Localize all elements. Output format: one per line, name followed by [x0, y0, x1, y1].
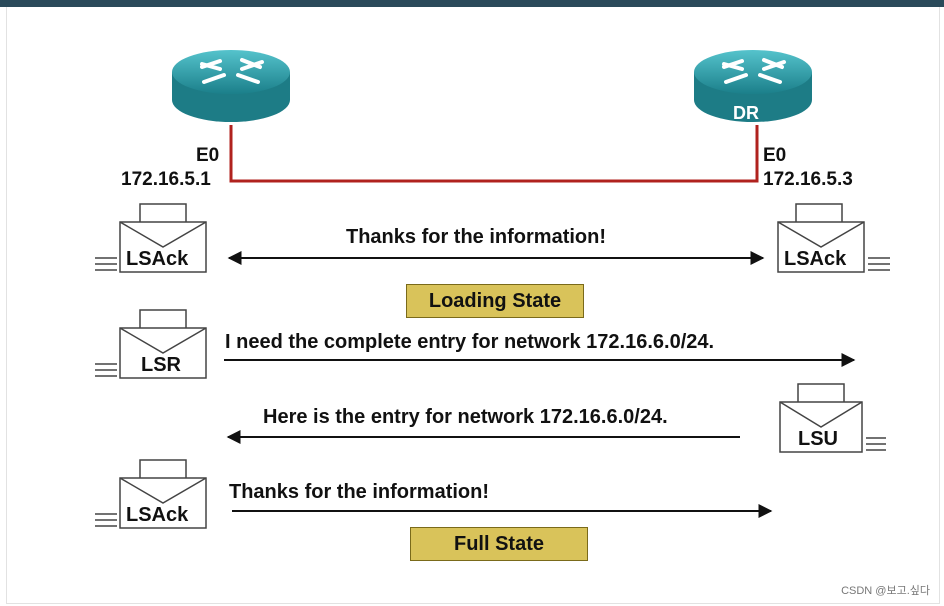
- router-right-icon: [694, 50, 812, 122]
- envelope-lsr: LSR: [95, 308, 211, 382]
- top-bar: [0, 0, 944, 7]
- left-ip-label: 172.16.5.1: [121, 169, 211, 190]
- loading-state-box: Loading State: [406, 284, 584, 318]
- left-interface-label: E0: [196, 145, 220, 166]
- router-role-label: DR: [733, 103, 759, 123]
- envelope-label: LSAck: [126, 504, 189, 526]
- message-lsack: Thanks for the information!: [346, 226, 606, 248]
- message-lsr: I need the complete entry for network 17…: [225, 331, 715, 353]
- message-lsu: Here is the entry for network 172.16.6.0…: [263, 406, 668, 428]
- router-left-icon: [172, 50, 290, 122]
- watermark: CSDN @보고.싶다: [841, 585, 930, 597]
- envelope-label: LSAck: [126, 248, 189, 270]
- envelope-label: LSR: [141, 354, 181, 376]
- envelope-label: LSU: [798, 428, 838, 450]
- envelope-label: LSAck: [784, 248, 847, 270]
- envelope-lsack-left: LSAck: [95, 202, 211, 276]
- right-ip-label: 172.16.5.3: [763, 169, 853, 190]
- envelope-lsu: LSU: [778, 382, 888, 456]
- slide-frame: [6, 7, 940, 604]
- right-interface-label: E0: [763, 145, 787, 166]
- message-lsack-final: Thanks for the information!: [229, 481, 489, 503]
- full-state-box: Full State: [410, 527, 588, 561]
- envelope-lsack-right: LSAck: [776, 202, 892, 276]
- envelope-lsack-bottom: LSAck: [95, 458, 211, 532]
